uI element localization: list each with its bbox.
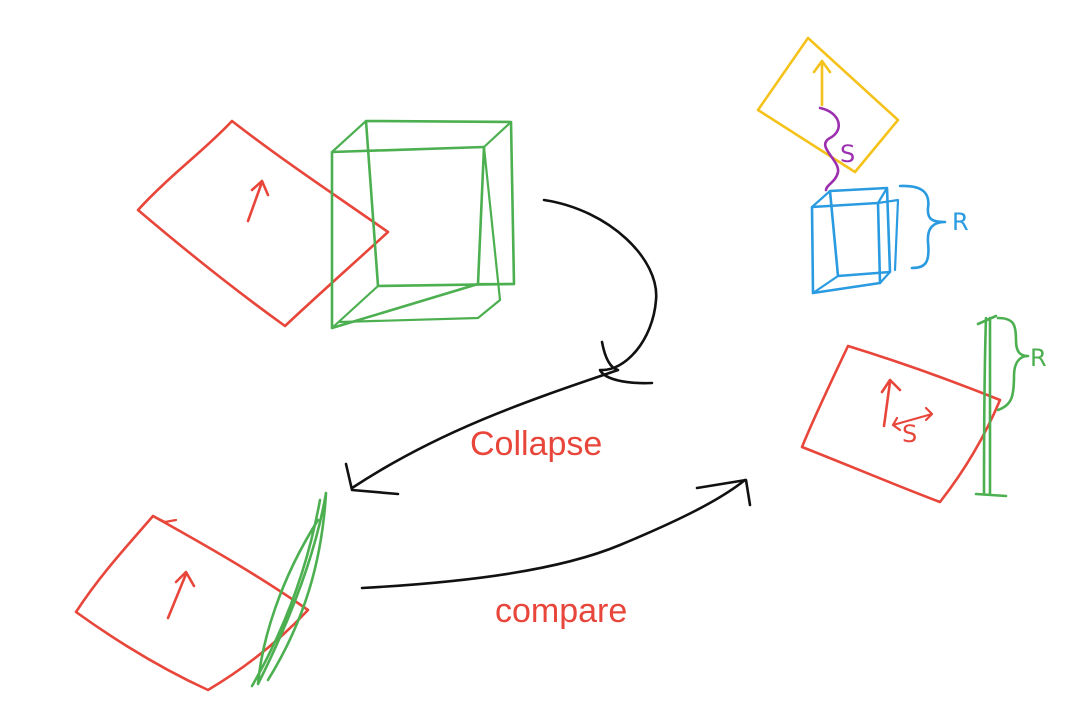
arrowhead-icon xyxy=(695,478,752,507)
green-measure-bar xyxy=(974,314,1008,498)
r-label-blue: R xyxy=(952,208,969,236)
double-arrow-icon xyxy=(891,406,934,432)
up-arrow-icon xyxy=(812,59,832,107)
red-square-bottom-left xyxy=(74,514,310,692)
blue-cube-back xyxy=(828,186,892,278)
red-square-bottom-corner xyxy=(151,514,178,524)
up-arrow-icon xyxy=(166,570,196,620)
yellow-square xyxy=(756,36,900,174)
collapse-arrow xyxy=(344,198,658,496)
purple-spring: S xyxy=(818,106,855,192)
arrowhead-icon xyxy=(344,462,400,496)
green-cube-front xyxy=(330,145,486,330)
r-label-green: R xyxy=(1030,344,1047,372)
green-cube-back xyxy=(364,119,516,288)
green-collapsed-plane xyxy=(250,491,328,688)
blue-cube-edges xyxy=(810,186,900,295)
red-square-bottom-outline xyxy=(74,514,310,692)
compare-label: compare xyxy=(495,592,627,630)
up-arrow-icon xyxy=(246,179,270,223)
compare-curve xyxy=(360,478,747,590)
green-cube-edges xyxy=(330,119,516,330)
blue-cube: R xyxy=(810,184,969,295)
compare-arrow xyxy=(360,478,752,590)
green-cube xyxy=(330,119,516,330)
collapse-curve-main xyxy=(350,340,620,490)
spring-squiggle xyxy=(818,106,840,192)
green-plane-outline xyxy=(250,491,328,688)
collapse-label: Collapse xyxy=(470,425,602,463)
red-square-top-left xyxy=(136,119,390,328)
red-square-bottom-right: S xyxy=(800,344,1002,504)
red-square-right-outline xyxy=(800,344,1002,504)
red-square-outline xyxy=(136,119,390,328)
blue-cube-front xyxy=(810,201,882,295)
blue-brace xyxy=(898,184,947,270)
green-measure: R xyxy=(974,314,1047,498)
s-label-bottom: S xyxy=(902,420,917,448)
yellow-square-outline xyxy=(756,36,900,174)
s-label-top: S xyxy=(840,140,855,168)
up-arrow-icon xyxy=(880,378,902,428)
collapse-curve-top xyxy=(542,198,658,385)
green-brace xyxy=(996,316,1030,412)
